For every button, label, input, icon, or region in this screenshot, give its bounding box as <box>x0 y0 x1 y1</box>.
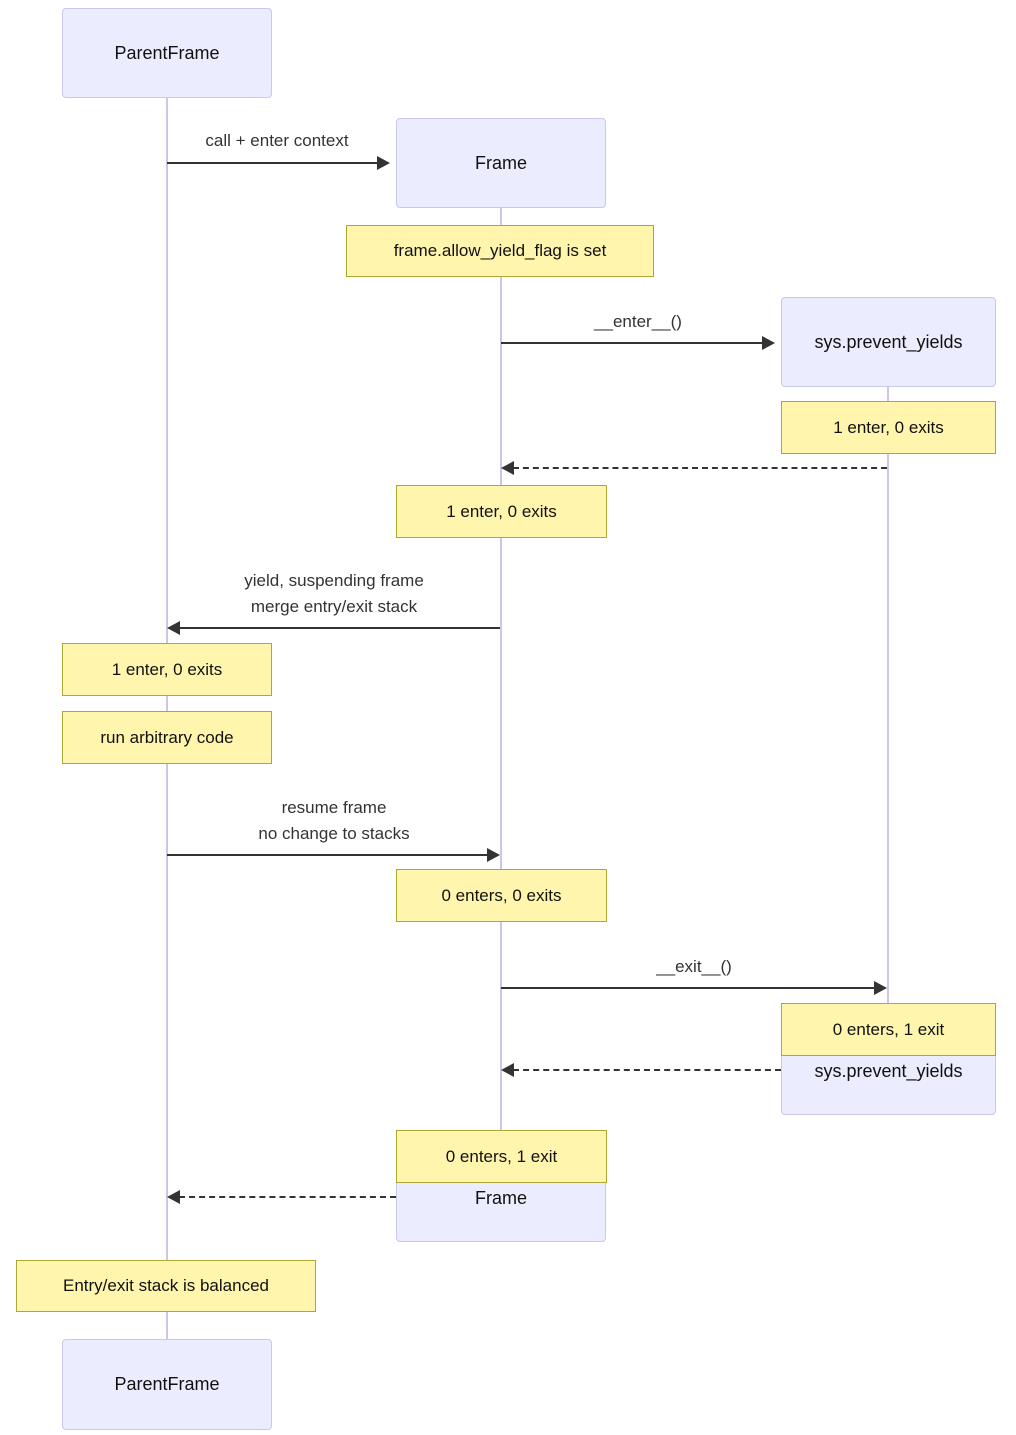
lifeline-frame <box>500 208 502 1130</box>
message-label-line1: yield, suspending frame <box>244 571 424 590</box>
note-text: 0 enters, 1 exit <box>445 1146 558 1166</box>
message-line-dashed <box>513 1069 781 1071</box>
note-text: 1 enter, 0 exits <box>111 659 223 679</box>
note-text: 0 enters, 1 exit <box>832 1019 945 1039</box>
arrowhead-right-icon <box>762 336 775 350</box>
actor-sys-prevent-yields-label: sys.prevent_yields <box>814 1061 963 1081</box>
message-label-line2: merge entry/exit stack <box>250 597 418 616</box>
note-1-enter-0-exits-sys: 1 enter, 0 exits <box>781 401 996 454</box>
message-label-line2: no change to stacks <box>258 824 410 843</box>
lifeline-sys-prevent-yields <box>887 387 889 1003</box>
note-text: Entry/exit stack is balanced <box>63 1276 269 1295</box>
message-line <box>501 987 875 989</box>
actor-sys-prevent-yields-top: sys.prevent_yields <box>781 297 996 387</box>
arrowhead-right-icon <box>487 848 500 862</box>
message-line <box>179 627 500 629</box>
actor-parentframe-top: ParentFrame <box>62 8 272 98</box>
actor-frame-label: Frame <box>474 152 527 173</box>
actor-parentframe-label: ParentFrame <box>114 42 220 63</box>
note-run-arbitrary-code: run arbitrary code <box>62 711 272 764</box>
note-text: 1 enter, 0 exits <box>446 501 557 521</box>
actor-frame-label: Frame <box>474 1188 527 1208</box>
actor-parentframe-label: ParentFrame <box>114 1374 220 1394</box>
actor-parentframe-bottom: ParentFrame <box>62 1339 272 1430</box>
message-line <box>167 162 377 164</box>
actor-sys-prevent-yields-label: sys.prevent_yields <box>814 331 963 352</box>
note-text: frame.allow_yield_flag is set <box>393 241 607 260</box>
message-line <box>501 342 763 344</box>
message-label-line1: resume frame <box>281 798 387 817</box>
message-line-dashed <box>513 467 887 469</box>
message-line <box>167 854 488 856</box>
message-label: __exit__() <box>656 957 732 976</box>
arrowhead-left-icon <box>167 621 180 635</box>
note-0-enters-1-exit-frame: 0 enters, 1 exit <box>396 1130 607 1183</box>
message-label: call + enter context <box>205 131 349 150</box>
arrowhead-right-icon <box>874 981 887 995</box>
note-text: 1 enter, 0 exits <box>833 417 944 437</box>
note-allow-yield-flag: frame.allow_yield_flag is set <box>346 225 654 277</box>
note-1-enter-0-exits-parentframe: 1 enter, 0 exits <box>62 643 272 696</box>
arrowhead-left-icon <box>167 1190 180 1204</box>
message-label: __enter__() <box>594 312 682 331</box>
note-1-enter-0-exits-frame: 1 enter, 0 exits <box>396 485 607 538</box>
arrowhead-left-icon <box>501 461 514 475</box>
note-text: 0 enters, 0 exits <box>441 885 562 905</box>
note-text: run arbitrary code <box>100 727 234 747</box>
note-entry-exit-stack-balanced: Entry/exit stack is balanced <box>16 1260 316 1312</box>
actor-frame-top: Frame <box>396 118 606 208</box>
note-0-enters-1-exit-sys: 0 enters, 1 exit <box>781 1003 996 1056</box>
message-line-dashed <box>179 1196 396 1198</box>
arrowhead-right-icon <box>377 156 390 170</box>
note-0-enters-0-exits-frame: 0 enters, 0 exits <box>396 869 607 922</box>
arrowhead-left-icon <box>501 1063 514 1077</box>
